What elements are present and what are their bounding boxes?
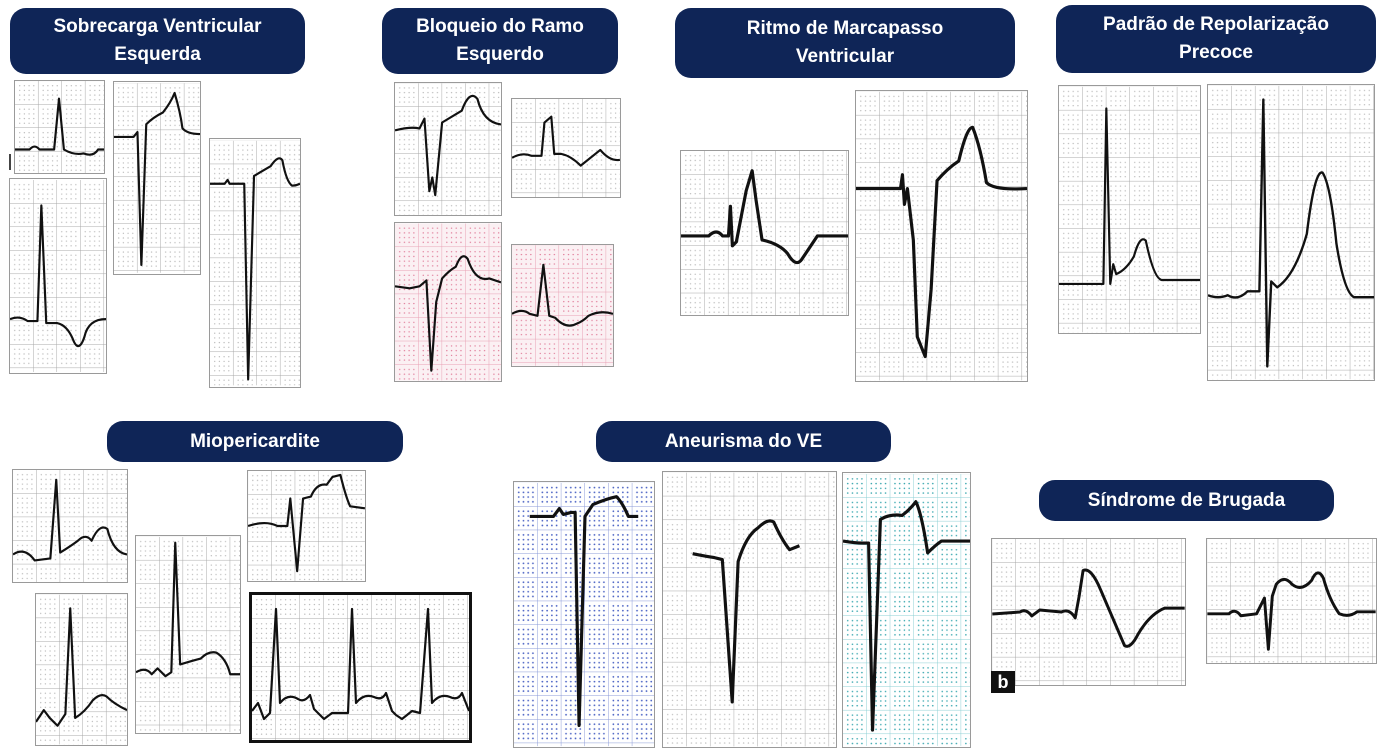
ecg-mio-4	[247, 470, 366, 582]
panel-label-b: b	[991, 671, 1015, 693]
ecg-bre-4	[511, 244, 614, 367]
ecg-svei-1	[14, 80, 105, 174]
ecg-svei-4	[209, 138, 301, 388]
title-line: Padrão de Repolarização	[1103, 14, 1329, 35]
ecg-bre-1	[394, 82, 502, 216]
ecg-bre-2	[511, 98, 621, 198]
ecg-mio-1	[12, 469, 128, 583]
ecg-svei-3	[113, 81, 201, 275]
ecg-aneurisma-2	[662, 471, 837, 748]
title-line: Sobrecarga Ventricular	[53, 16, 262, 37]
title-line: Ritmo de Marcapasso	[746, 18, 944, 39]
title-line: Bloqueio do Ramo	[416, 16, 584, 37]
stray-tick	[9, 154, 11, 170]
title-line: Esquerda	[114, 44, 201, 65]
ecg-mio-3	[135, 535, 241, 734]
ecg-repol-2	[1207, 84, 1375, 381]
title-aneurisma-ve: Aneurisma do VE	[596, 421, 891, 462]
title-line: Esquerdo	[456, 44, 544, 65]
ecg-brugada-2	[1206, 538, 1377, 664]
ecg-aneurisma-3	[842, 472, 971, 748]
title-line: Síndrome de Brugada	[1087, 489, 1286, 511]
ecg-brugada-1	[991, 538, 1186, 686]
title-line: Ventricular	[795, 46, 895, 67]
title-miopericardite: Miopericardite	[107, 421, 403, 462]
ecg-mio-5	[249, 592, 472, 743]
title-line: Aneurisma do VE	[664, 430, 823, 452]
ecg-repol-1	[1058, 85, 1201, 334]
ecg-marcapasso-1	[680, 150, 849, 316]
ecg-svei-2	[9, 178, 107, 374]
ecg-marcapasso-2	[855, 90, 1028, 382]
ecg-aneurisma-1	[513, 481, 655, 748]
title-sindrome-brugada: Síndrome de Brugada	[1039, 480, 1334, 521]
title-line: Miopericardite	[190, 430, 320, 452]
title-line: Precoce	[1179, 42, 1253, 63]
ecg-mio-2	[35, 593, 128, 746]
ecg-bre-3	[394, 222, 502, 382]
